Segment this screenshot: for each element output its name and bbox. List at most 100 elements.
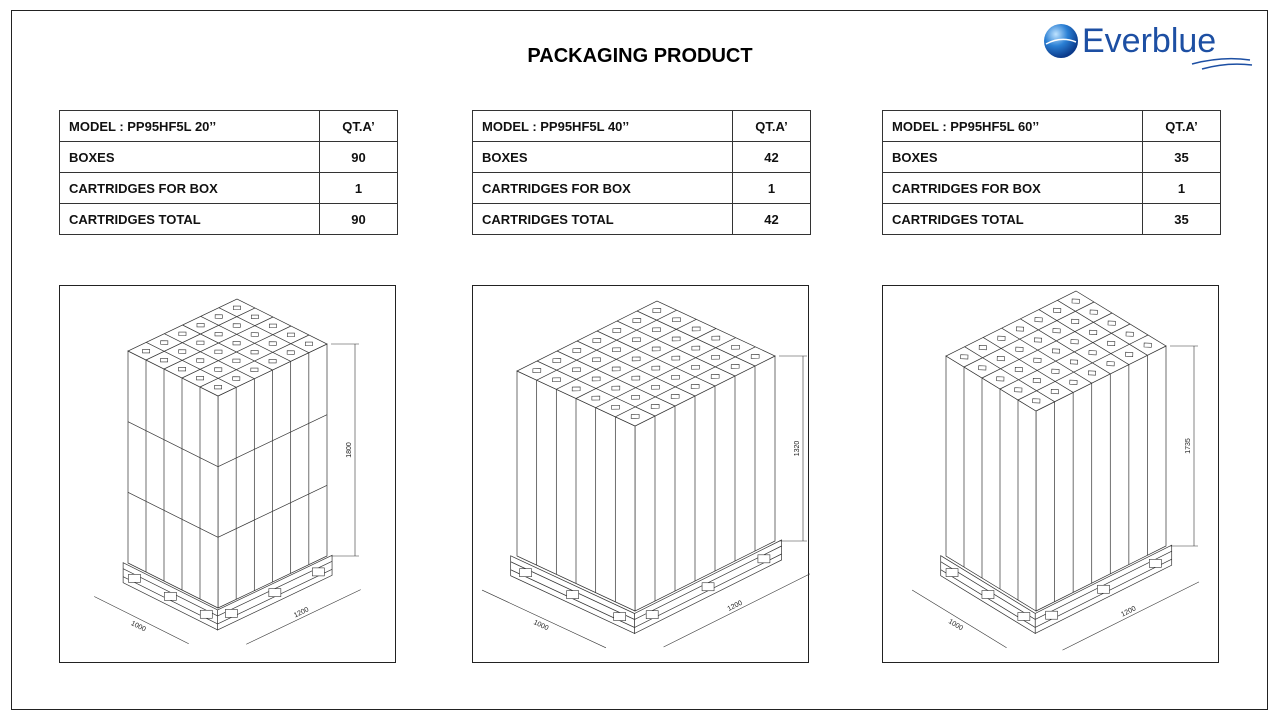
box-top-marker xyxy=(632,337,641,343)
box-top-marker xyxy=(214,349,223,354)
box-top-marker xyxy=(160,358,169,363)
box-top-marker xyxy=(214,314,223,319)
qty-header: QT.A’ xyxy=(732,110,811,142)
box-top-marker xyxy=(250,350,259,355)
row-label: CARTRIDGES TOTAL xyxy=(472,203,733,235)
box-top-marker xyxy=(711,335,721,341)
svg-text:Everblue: Everblue xyxy=(1082,22,1216,60)
box-top-marker xyxy=(691,364,700,370)
pallet-block xyxy=(645,610,659,619)
box-top-marker xyxy=(1106,361,1115,367)
box-top-edge xyxy=(181,325,292,379)
box-top-marker xyxy=(592,357,601,363)
box-top-edge xyxy=(182,324,273,371)
row-label: BOXES xyxy=(59,141,320,173)
box-top-marker xyxy=(652,308,662,313)
box-top-edge xyxy=(145,307,256,361)
box-top-marker xyxy=(232,323,241,328)
box-top-edge xyxy=(595,337,736,408)
box-top-marker xyxy=(286,350,295,355)
box-top-marker xyxy=(1033,337,1043,343)
row-value: 90 xyxy=(319,203,398,235)
model-label: MODEL : PP95HF5L 20’’ xyxy=(59,110,320,142)
box-top-marker xyxy=(552,358,562,363)
box-top-marker xyxy=(1071,298,1080,304)
row-value: 35 xyxy=(1142,141,1221,173)
pallet-block xyxy=(757,554,771,564)
box-top-marker xyxy=(1125,331,1134,337)
qty-header: QT.A’ xyxy=(1142,110,1221,142)
row-value: 1 xyxy=(732,172,811,204)
width-dimension-label: 1200 xyxy=(727,600,744,613)
box-top-marker xyxy=(1033,357,1042,363)
row-value: 1 xyxy=(319,172,398,204)
box-top-marker xyxy=(214,332,223,337)
model-label: MODEL : PP95HF5L 60’’ xyxy=(882,110,1143,142)
box-top-marker xyxy=(1089,309,1098,315)
box-top-marker xyxy=(671,355,681,361)
box-top-edge xyxy=(575,328,717,399)
box-top-marker xyxy=(1125,351,1134,357)
box-top-marker xyxy=(632,318,642,323)
box-top-edge xyxy=(556,319,697,390)
box-top-marker xyxy=(286,332,295,337)
width-dimension-line xyxy=(1062,581,1200,651)
box-top-marker xyxy=(711,354,720,360)
box-top-marker xyxy=(571,386,581,392)
pallet-block xyxy=(519,568,532,577)
pallet-block xyxy=(613,612,626,621)
box-top-marker xyxy=(1107,340,1116,346)
box-top-marker xyxy=(196,323,205,328)
layer-line xyxy=(217,414,328,467)
row-value: 42 xyxy=(732,203,811,235)
box-top-edge xyxy=(982,337,1074,393)
box-top-marker xyxy=(1071,318,1080,324)
row-value: 90 xyxy=(319,141,398,173)
row-label: CARTRIDGES FOR BOX xyxy=(59,172,320,204)
pallet-block xyxy=(128,574,141,583)
depth-dimension-label: 1000 xyxy=(130,620,147,633)
box-top-marker xyxy=(1050,389,1059,395)
box-top-marker xyxy=(1107,320,1116,326)
width-dimension-label: 1200 xyxy=(1120,605,1137,618)
row-label: CARTRIDGES TOTAL xyxy=(59,203,320,235)
box-top-marker xyxy=(552,377,561,383)
box-top-marker xyxy=(631,356,641,362)
layer-line xyxy=(127,421,219,467)
box-top-marker xyxy=(978,365,987,371)
box-top-marker xyxy=(611,366,621,372)
box-top-edge xyxy=(200,316,291,362)
box-top-marker xyxy=(232,376,241,381)
box-top-marker xyxy=(142,349,151,354)
box-top-edge xyxy=(964,346,1055,403)
box-top-edge xyxy=(963,301,1095,368)
box-top-edge xyxy=(163,316,274,370)
box-top-marker xyxy=(250,332,259,337)
box-top-marker xyxy=(214,367,223,372)
width-dimension-line xyxy=(246,589,361,645)
row-value: 35 xyxy=(1142,203,1221,235)
pallet-block xyxy=(1149,559,1162,568)
box-top-marker xyxy=(250,367,259,372)
width-dimension-label: 1200 xyxy=(293,606,310,619)
box-top-marker xyxy=(1032,378,1041,384)
box-top-marker xyxy=(670,394,680,399)
box-top-edge xyxy=(1020,318,1111,375)
box-top-edge xyxy=(1001,327,1092,384)
box-top-marker xyxy=(651,346,661,352)
box-top-marker xyxy=(611,385,621,391)
box-top-marker xyxy=(690,384,700,389)
box-top-edge xyxy=(615,346,756,418)
box-top-marker xyxy=(671,336,681,342)
box-top-marker xyxy=(214,385,223,390)
box-top-marker xyxy=(652,327,661,333)
row-value: 1 xyxy=(1142,172,1221,204)
box-top-marker xyxy=(591,395,601,401)
qty-header: QT.A’ xyxy=(319,110,398,142)
box-top-marker xyxy=(232,341,241,346)
box-top-marker xyxy=(1032,398,1041,404)
box-top-edge xyxy=(1017,334,1149,401)
